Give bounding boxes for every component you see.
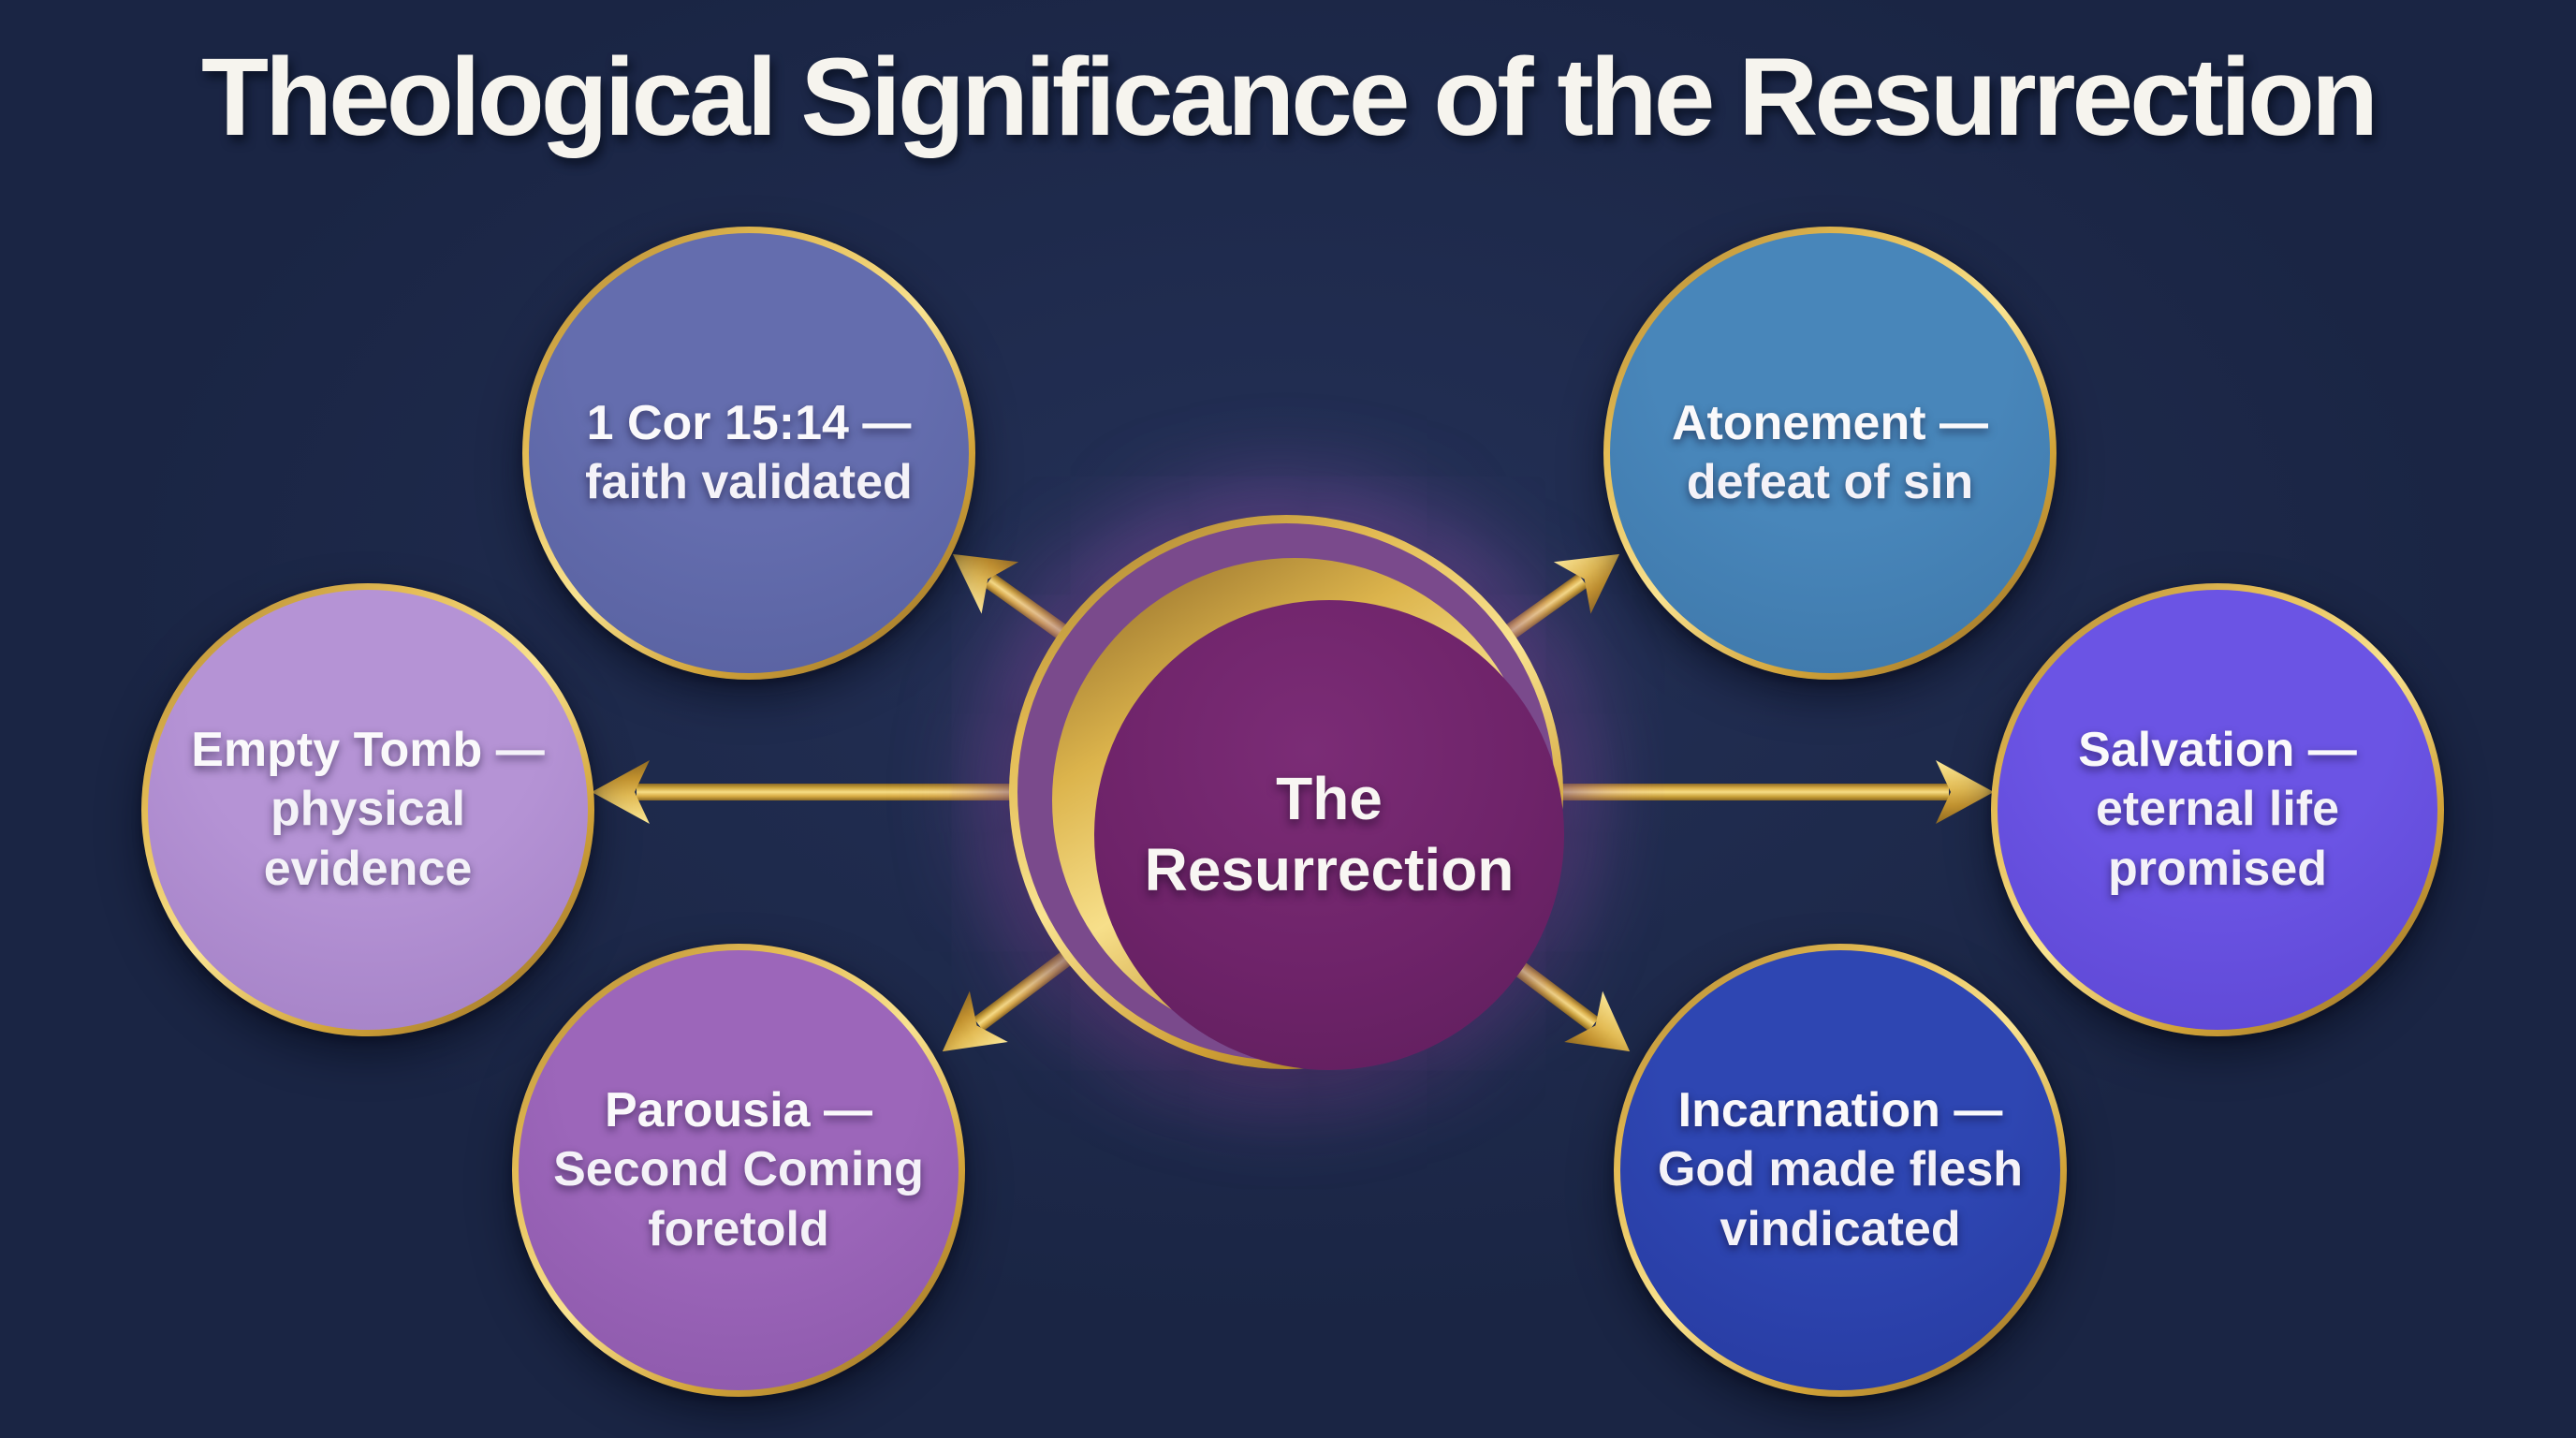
node-1cor-title: 1 Cor 15:14 — xyxy=(586,395,912,450)
page-title: Theological Significance of the Resurrec… xyxy=(200,36,2378,159)
node-parousia-fill: Parousia — Second Coming foretold xyxy=(519,950,959,1390)
node-atonement-fill: Atonement — defeat of sin xyxy=(1610,233,2050,673)
node-incarnation-fill: Incarnation — God made flesh vindicated xyxy=(1620,950,2060,1390)
node-1cor-label: 1 Cor 15:14 — faith validated xyxy=(556,394,942,513)
arrow-to-atonement xyxy=(1500,553,1620,643)
center-node: The Resurrection xyxy=(1009,515,1564,1070)
node-incarnation-circle: Incarnation — God made flesh vindicated xyxy=(1614,944,2067,1397)
node-empty-tomb-subtitle: — physical evidence xyxy=(263,722,545,896)
node-parousia-label: Parousia — Second Coming foretold xyxy=(546,1081,931,1259)
node-parousia-subtitle: Second Coming foretold xyxy=(553,1142,924,1256)
node-atonement-subtitle: defeat of sin xyxy=(1686,455,1974,509)
center-ring-gap: The Resurrection xyxy=(1017,523,1564,1070)
node-incarnation-subtitle: God made flesh vindicated xyxy=(1657,1142,2024,1256)
center-disc: The Resurrection xyxy=(1094,600,1564,1070)
node-1cor-fill: 1 Cor 15:14 — faith validated xyxy=(529,233,969,673)
node-empty-tomb-title: Empty Tomb xyxy=(191,722,483,777)
center-inner-gold-ring: The Resurrection xyxy=(1052,558,1564,1070)
node-salvation-label: Salvation — eternal life promised xyxy=(2025,721,2410,899)
node-incarnation-title: Incarnation — xyxy=(1677,1082,2003,1137)
node-salvation-subtitle: eternal life promised xyxy=(2095,782,2340,896)
node-atonement-title: Atonement — xyxy=(1672,395,1988,450)
node-empty-tomb-label: Empty Tomb — physical evidence xyxy=(175,721,561,899)
node-atonement-label: Atonement — defeat of sin xyxy=(1637,394,2023,513)
node-1cor-circle: 1 Cor 15:14 — faith validated xyxy=(522,227,975,680)
arrow-to-parousia xyxy=(942,946,1077,1052)
center-outer-gold-ring: The Resurrection xyxy=(1009,515,1564,1070)
node-parousia-circle: Parousia — Second Coming foretold xyxy=(512,944,965,1397)
node-atonement-circle: Atonement — defeat of sin xyxy=(1603,227,2056,680)
arrow-to-salvation xyxy=(1555,760,1994,824)
arrow-to-1cor xyxy=(952,553,1073,643)
node-salvation-title: Salvation — xyxy=(2078,722,2357,777)
center-label: The Resurrection xyxy=(1144,765,1515,903)
node-incarnation-label: Incarnation — God made flesh vindicated xyxy=(1647,1081,2033,1259)
node-1cor-subtitle: faith validated xyxy=(585,455,913,509)
node-empty-tomb-circle: Empty Tomb — physical evidence xyxy=(141,583,594,1036)
node-salvation-fill: Salvation — eternal life promised xyxy=(1998,590,2437,1030)
node-empty-tomb-fill: Empty Tomb — physical evidence xyxy=(148,590,588,1030)
arrow-to-empty-tomb xyxy=(592,760,1017,824)
node-salvation-circle: Salvation — eternal life promised xyxy=(1991,583,2444,1036)
node-parousia-title: Parousia — xyxy=(604,1082,873,1137)
